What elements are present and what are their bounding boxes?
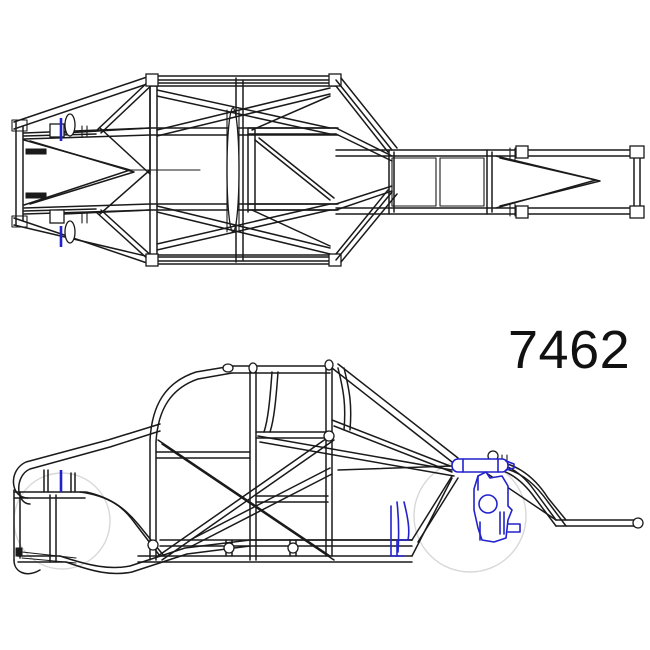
side-view-roll-cage <box>149 359 352 561</box>
part-number-label: 7462 <box>508 320 631 380</box>
shock-mount-tube <box>451 458 515 473</box>
side-view-front-hoop <box>12 423 161 575</box>
top-view-cabin-diagonals <box>156 87 337 255</box>
side-view-floor-rails <box>59 491 413 575</box>
rear-brace-strut <box>390 501 410 557</box>
top-view-tail-taper <box>335 77 398 263</box>
side-view <box>12 359 644 575</box>
top-view-main-rails <box>23 127 339 215</box>
suspension-knuckle-bracket <box>473 471 521 543</box>
side-view-rear-deck <box>249 363 459 557</box>
top-view-front-mounts <box>25 113 88 247</box>
top-view-rear-bumper <box>495 145 645 219</box>
side-view-x-braces <box>147 430 335 561</box>
top-view-taper-webs <box>23 127 201 215</box>
top-view-cabin-box <box>145 73 342 267</box>
top-view-tail-frame <box>335 147 521 217</box>
top-view <box>11 73 645 267</box>
top-view-forward-diagonals <box>95 79 156 262</box>
